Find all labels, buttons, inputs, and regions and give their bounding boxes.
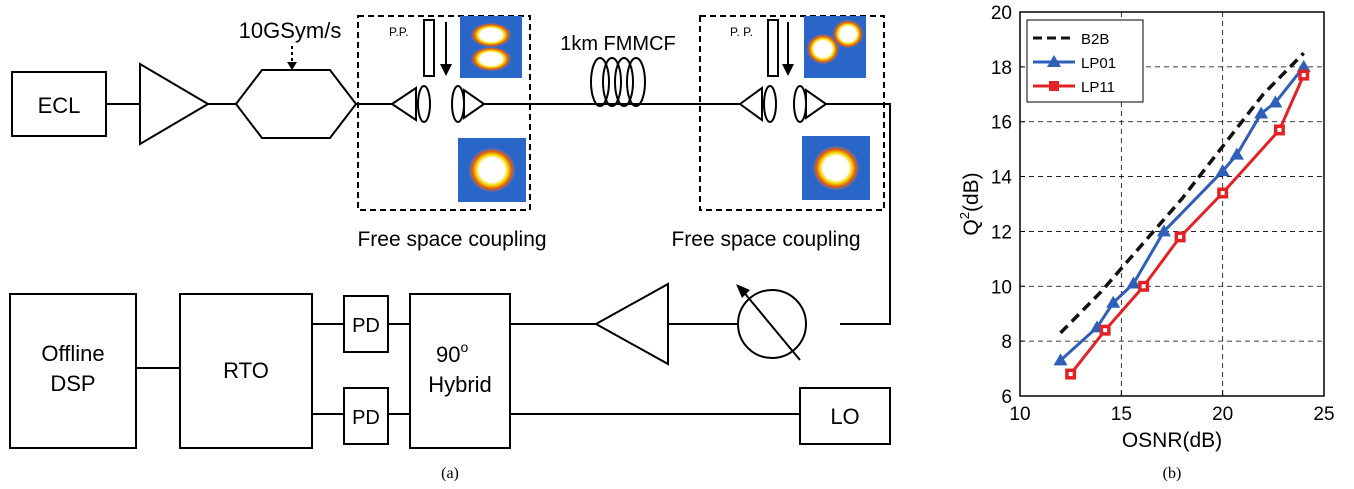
fiber-coil-4-icon	[626, 57, 646, 107]
data-point-lp01	[1053, 353, 1068, 366]
left-cone-out-icon	[463, 88, 486, 120]
y-tick-label: 16	[991, 113, 1012, 134]
data-point-lp01	[1229, 147, 1244, 160]
pp-left-label: P.P.	[389, 25, 409, 39]
legend-lp11-marker	[1049, 81, 1059, 91]
hybrid-degree-label: 90o	[436, 339, 468, 367]
series-line-lp01	[1059, 65, 1305, 362]
data-point-inner	[1178, 234, 1183, 239]
x-tick-label: 15	[1111, 404, 1132, 425]
coupling-right-label: Free space coupling	[671, 228, 860, 251]
mode-images	[458, 16, 870, 202]
y-tick-label: 20	[991, 3, 1012, 24]
left-phase-plate-icon	[423, 19, 435, 77]
left-cone-in-icon	[390, 86, 417, 122]
chart-series	[1053, 51, 1311, 380]
left-lens1-icon	[417, 85, 431, 123]
lp01-mode-image-right	[802, 136, 870, 200]
data-point-inner	[1220, 191, 1225, 196]
fiber-to-receiver	[826, 103, 891, 325]
right-pp-arrowhead	[782, 64, 794, 76]
plot-frame	[1019, 11, 1325, 397]
variable-attenuator-icon	[737, 289, 807, 359]
data-point-inner	[1277, 127, 1282, 132]
left-lens2-icon	[451, 85, 465, 123]
y-tick-label: 10	[991, 277, 1012, 298]
x-tick-label: 25	[1313, 404, 1334, 425]
chart-ticks: 10 15 20 25 6 8 10 12 14 16 18 20	[991, 3, 1335, 425]
data-point-lp01	[1296, 59, 1311, 72]
legend: B2B LP01 LP11	[1026, 19, 1144, 103]
hybrid-word-label: Hybrid	[428, 372, 492, 397]
right-cone-out-icon	[805, 88, 828, 120]
y-tick-label: 12	[991, 222, 1012, 243]
attenuator-arrow	[741, 289, 801, 361]
fiber-label: 1km FMMCF	[560, 33, 676, 55]
series-line-b2b	[1059, 51, 1305, 335]
fiber-coil-2-icon	[602, 57, 622, 107]
legend-lp01-label: LP01	[1081, 55, 1116, 72]
right-phase-plate-icon	[767, 19, 779, 77]
fiber-coil-1-icon	[590, 57, 610, 107]
preamp-icon	[593, 282, 669, 366]
data-point-inner	[1301, 73, 1306, 78]
rto-box	[179, 293, 313, 449]
x-tick-label: 20	[1212, 404, 1233, 425]
modulator-icon	[234, 69, 358, 139]
x-tick-label: 10	[1009, 404, 1030, 425]
pp-right-label: P. P.	[730, 25, 753, 39]
data-point-lp01	[1268, 95, 1283, 108]
left-coupling-box	[357, 15, 531, 211]
lp01-mode-image-left	[458, 138, 526, 202]
symbol-rate-arrowhead	[287, 62, 297, 70]
offline-dsp-label-line2: DSP	[50, 371, 95, 396]
data-point-inner	[1068, 372, 1073, 377]
rto-label: RTO	[223, 358, 269, 383]
data-point-lp01	[1215, 164, 1230, 177]
right-lens1-icon	[763, 85, 777, 123]
hybrid-box	[409, 293, 511, 449]
edfa-icon	[139, 62, 210, 146]
data-point-lp01	[1254, 106, 1269, 119]
data-point-inner	[1141, 284, 1146, 289]
data-point-lp01	[1126, 276, 1141, 289]
lo-label: LO	[830, 404, 859, 429]
lp11-mode-image-left	[460, 16, 522, 78]
offline-dsp-box	[9, 293, 137, 449]
legend-lp11-label: LP11	[1081, 79, 1115, 96]
pd-bottom-box	[343, 387, 389, 445]
pd-top-label: PD	[352, 315, 380, 337]
chart: 10 15 20 25 6 8 10 12 14 16 18 20 OSNR(dB) Q2(dB) B…	[957, 3, 1335, 482]
setup-labels: ECL 10GSym/s P.P. P. P. 1km FMMCF Free s…	[38, 18, 861, 482]
coupling-left-label: Free space coupling	[357, 228, 546, 251]
legend-b2b-label: B2B	[1081, 31, 1109, 48]
left-pp-arrowhead	[440, 64, 452, 76]
right-coupling-box	[699, 15, 885, 211]
ecl-label: ECL	[38, 93, 81, 118]
y-tick-label: 6	[1001, 387, 1012, 408]
legend-lp01-marker	[1047, 55, 1061, 67]
symbol-rate-label: 10GSym/s	[239, 18, 342, 43]
caption-a: (a)	[441, 465, 459, 482]
setup-diagram	[9, 15, 891, 449]
fiber-coil-3-icon	[614, 57, 634, 107]
lp11-mode-image-right	[804, 16, 866, 78]
right-lens2-icon	[793, 85, 807, 123]
data-point-lp01	[1106, 295, 1121, 308]
caption-b: (b)	[1163, 465, 1182, 482]
x-axis-label: OSNR(dB)	[1122, 429, 1222, 452]
right-cone-in-icon	[738, 86, 763, 122]
pd-bottom-label: PD	[352, 407, 380, 429]
offline-dsp-label-line1: Offline	[41, 341, 104, 366]
data-point-lp01	[1156, 224, 1171, 237]
y-tick-label: 18	[991, 58, 1012, 79]
lo-box	[799, 387, 891, 445]
y-tick-label: 14	[991, 168, 1013, 189]
data-point-inner	[1103, 328, 1108, 333]
attenuator-arrowhead	[736, 284, 750, 298]
y-tick-label: 8	[1001, 332, 1012, 353]
y-axis-label: Q2(dB)	[957, 172, 983, 235]
